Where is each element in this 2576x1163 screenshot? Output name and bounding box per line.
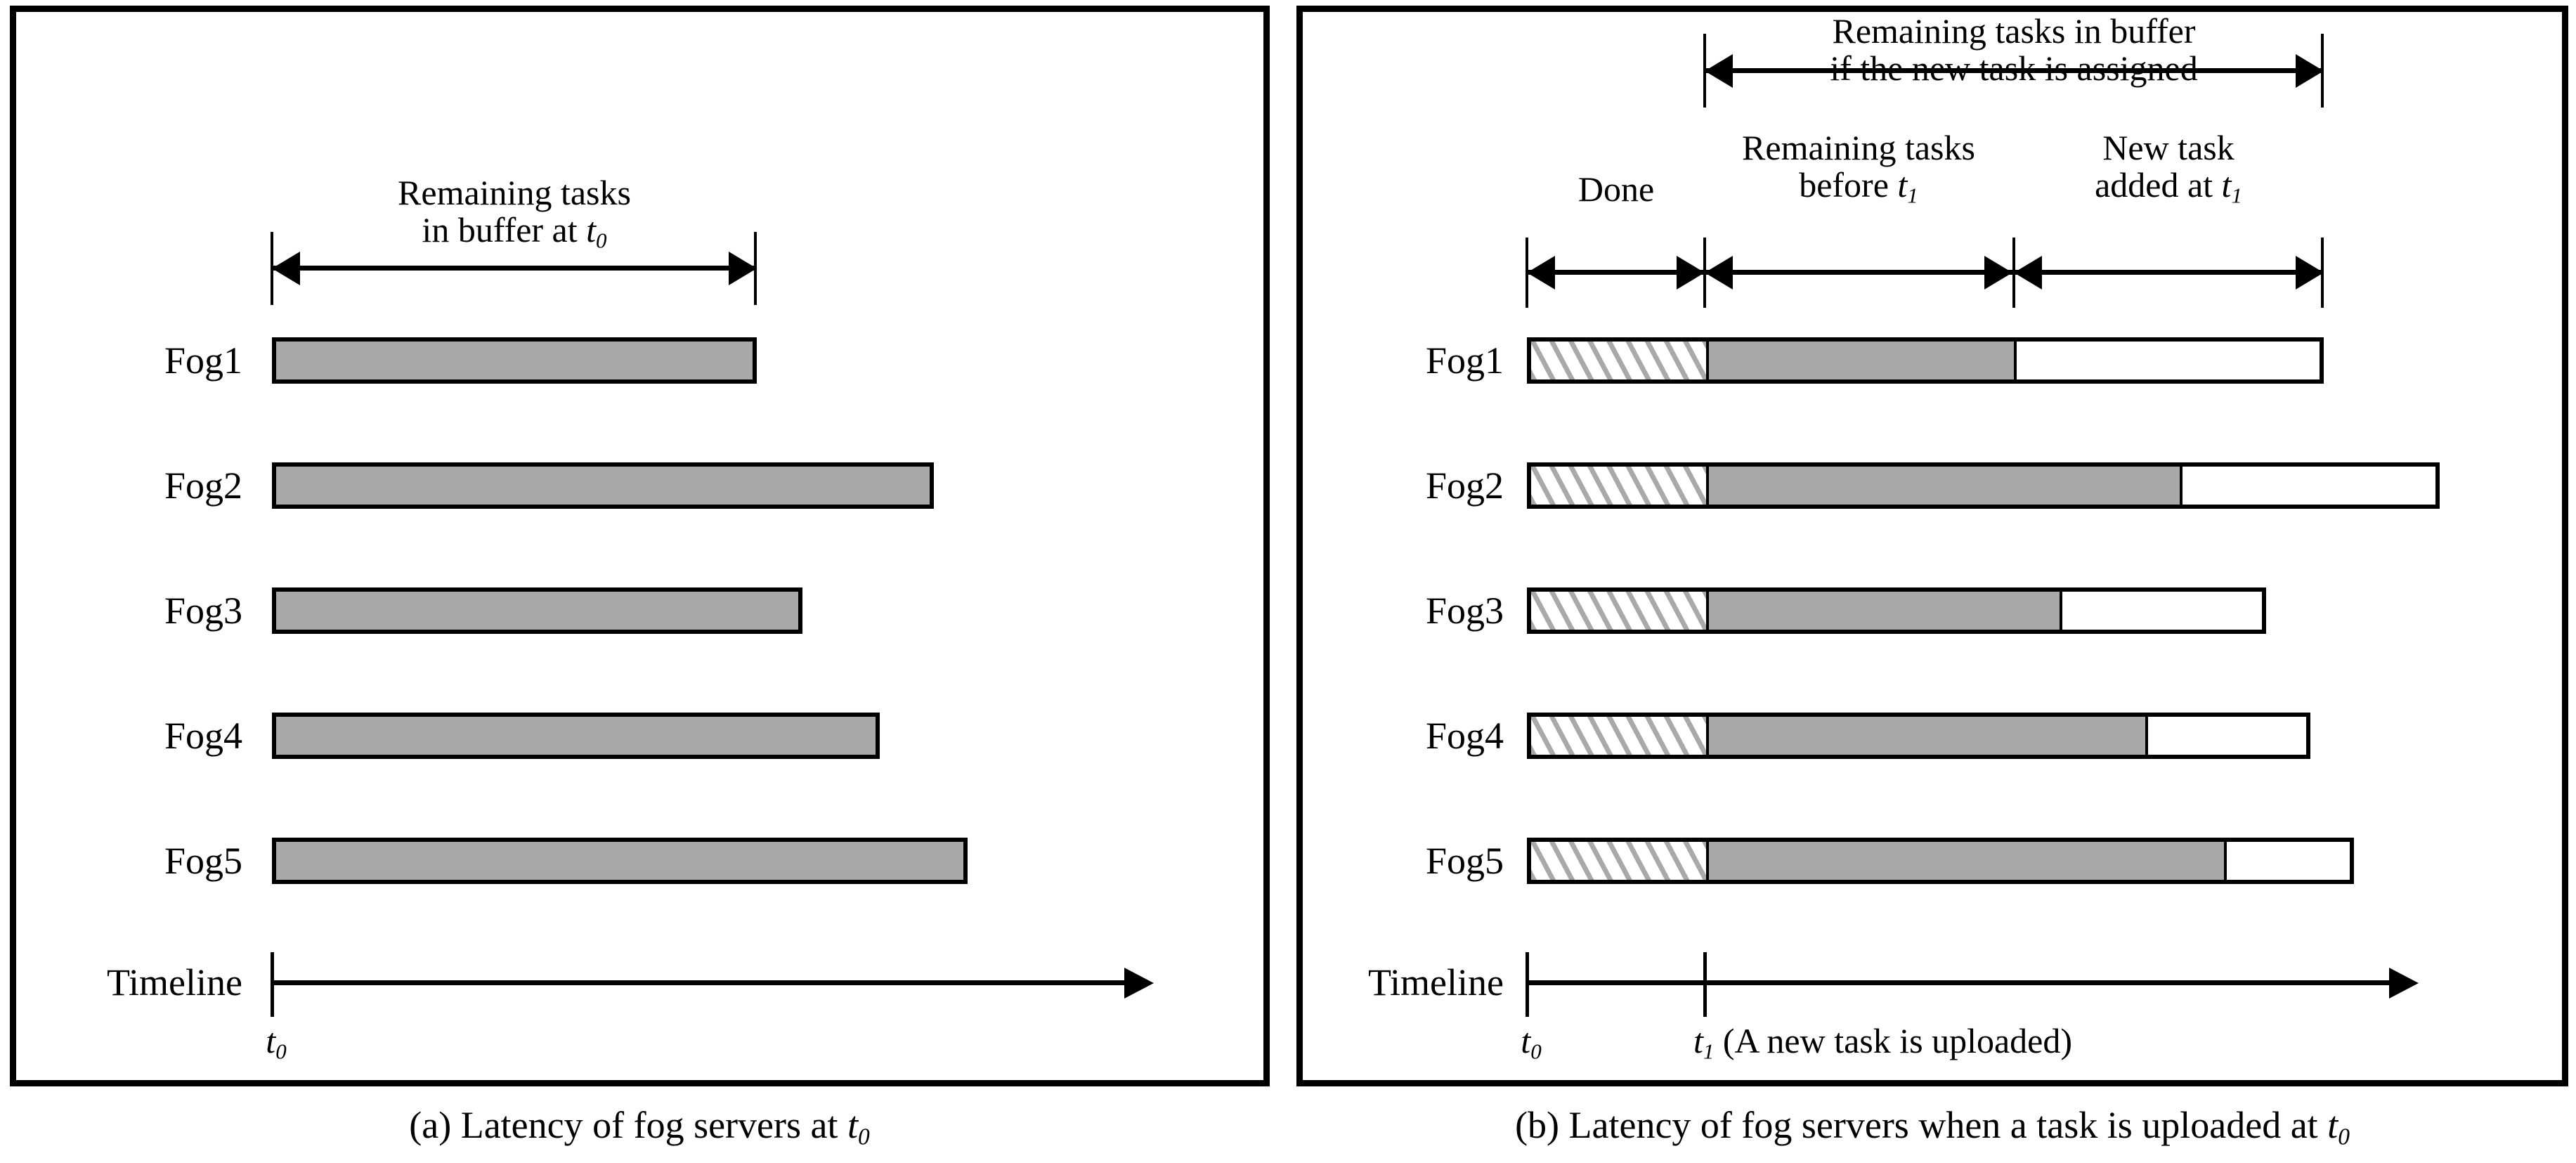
bar-b-fog3-seg-done	[1531, 592, 1709, 630]
bar-b-fog3	[1527, 587, 2266, 634]
bar-b-fog1-seg-done	[1531, 342, 1709, 379]
caption-a-text: (a) Latency of fog servers at	[409, 1104, 847, 1146]
axis-arrow-b-icon	[2389, 968, 2419, 999]
panel-b-remaining-line1: Remaining tasks	[1742, 128, 1975, 167]
bar-a-fog1	[272, 337, 757, 384]
caption-a: (a) Latency of fog servers at t0	[409, 1104, 870, 1150]
bar-b-fog2-seg-remaining	[1709, 467, 2183, 505]
bar-b-fog4	[1527, 713, 2310, 759]
panel-b-done-bracket-line	[1527, 270, 1705, 275]
panel-b-done-arrow-right-icon	[1677, 256, 1705, 290]
caption-b: (b) Latency of fog servers when a task i…	[1515, 1104, 2350, 1150]
panel-b-done-arrow-left-icon	[1527, 256, 1555, 290]
bar-b-fog2	[1527, 462, 2440, 509]
axis-arrow-a-icon	[1124, 968, 1154, 999]
panel-a	[10, 6, 1270, 1086]
panel-a-bracket-line1: Remaining tasks	[398, 173, 631, 212]
bar-b-fog2-seg-new	[2183, 467, 2435, 505]
panel-b-top-bracket-label: Remaining tasks in buffer if the new tas…	[1830, 13, 2198, 87]
server-label-a-3: Fog3	[164, 590, 242, 632]
panel-b-top-bracket-arrow-left-icon	[1705, 54, 1733, 88]
axis-tick-note-b-t1: (A new task is uploaded)	[1714, 1021, 2073, 1060]
panel-a-bracket-line	[272, 266, 757, 271]
server-label-a-4: Fog4	[164, 715, 242, 757]
bar-b-fog4-seg-remaining	[1709, 717, 2148, 755]
server-label-b-3: Fog3	[1425, 590, 1504, 632]
panel-a-bracket-arrow-right-icon	[729, 252, 757, 285]
caption-b-text: (b) Latency of fog servers when a task i…	[1515, 1104, 2328, 1146]
panel-b-top-bracket-line	[1705, 68, 2322, 73]
panel-b-newtask-bracket-line	[2014, 270, 2324, 275]
panel-b-remaining-arrow-right-icon	[1984, 256, 2012, 290]
bar-b-fog5	[1527, 838, 2354, 884]
server-label-a-1: Fog1	[164, 339, 242, 382]
server-label-b-1: Fog1	[1425, 339, 1504, 382]
panel-b-newtask-label: New task added at t1	[2095, 128, 2242, 208]
panel-b-done-label: Done	[1578, 169, 1655, 209]
bar-b-fog3-seg-remaining	[1709, 592, 2062, 630]
panel-a-bracket-line2-prefix: in buffer at	[422, 210, 587, 249]
panel-b	[1296, 6, 2568, 1086]
axis-tick-label-a-t0: t0	[266, 1021, 287, 1064]
bar-b-fog2-seg-done	[1531, 467, 1709, 505]
panel-b-remaining-arrow-left-icon	[1705, 256, 1733, 290]
server-label-a-2: Fog2	[164, 464, 242, 507]
panel-b-newtask-arrow-left-icon	[2014, 256, 2042, 290]
panel-b-newtask-line1: New task	[2102, 128, 2235, 167]
timeline-label-b: Timeline	[1367, 961, 1504, 1003]
server-label-b-5: Fog5	[1425, 840, 1504, 882]
panel-b-remaining-bracket-line	[1705, 270, 2012, 275]
panel-b-newtask-arrow-right-icon	[2296, 256, 2324, 290]
bar-a-fog2	[272, 462, 934, 509]
panel-b-remaining-label: Remaining tasks before t1	[1742, 128, 1975, 208]
bar-b-fog5-seg-remaining	[1709, 842, 2227, 880]
panel-b-top-bracket-arrow-right-icon	[2296, 54, 2324, 88]
bar-b-fog1-seg-new	[2017, 342, 2320, 379]
server-label-a-5: Fog5	[164, 840, 242, 882]
bar-b-fog4-seg-new	[2148, 717, 2306, 755]
panel-a-bracket-arrow-left-icon	[272, 252, 300, 285]
bar-b-fog1	[1527, 337, 2324, 384]
server-label-b-4: Fog4	[1425, 715, 1504, 757]
bar-a-fog4	[272, 713, 880, 759]
server-label-b-2: Fog2	[1425, 464, 1504, 507]
panel-b-newtask-line2-prefix: added at	[2095, 165, 2222, 204]
axis-tick-label-b-t1: t1 (A new task is uploaded)	[1693, 1021, 2073, 1064]
panel-b-remaining-line2-prefix: before	[1799, 165, 1898, 204]
panel-b-top-bracket-line1: Remaining tasks in buffer	[1832, 11, 2196, 51]
bar-b-fog1-seg-remaining	[1709, 342, 2017, 379]
panel-a-bracket-t0: t0	[586, 210, 607, 253]
bar-b-fog3-seg-new	[2062, 592, 2262, 630]
bar-b-fog5-seg-new	[2227, 842, 2350, 880]
bar-b-fog4-seg-done	[1531, 717, 1709, 755]
panel-a-bracket-label: Remaining tasks in buffer at t0	[398, 174, 631, 253]
bar-a-fog3	[272, 587, 802, 634]
bar-b-fog5-seg-done	[1531, 842, 1709, 880]
timeline-label-a: Timeline	[106, 961, 242, 1003]
bar-a-fog5	[272, 838, 968, 884]
axis-tick-label-b-t0: t0	[1521, 1021, 1542, 1064]
axis-line-a	[272, 980, 1126, 985]
axis-line-b	[1527, 980, 2391, 985]
